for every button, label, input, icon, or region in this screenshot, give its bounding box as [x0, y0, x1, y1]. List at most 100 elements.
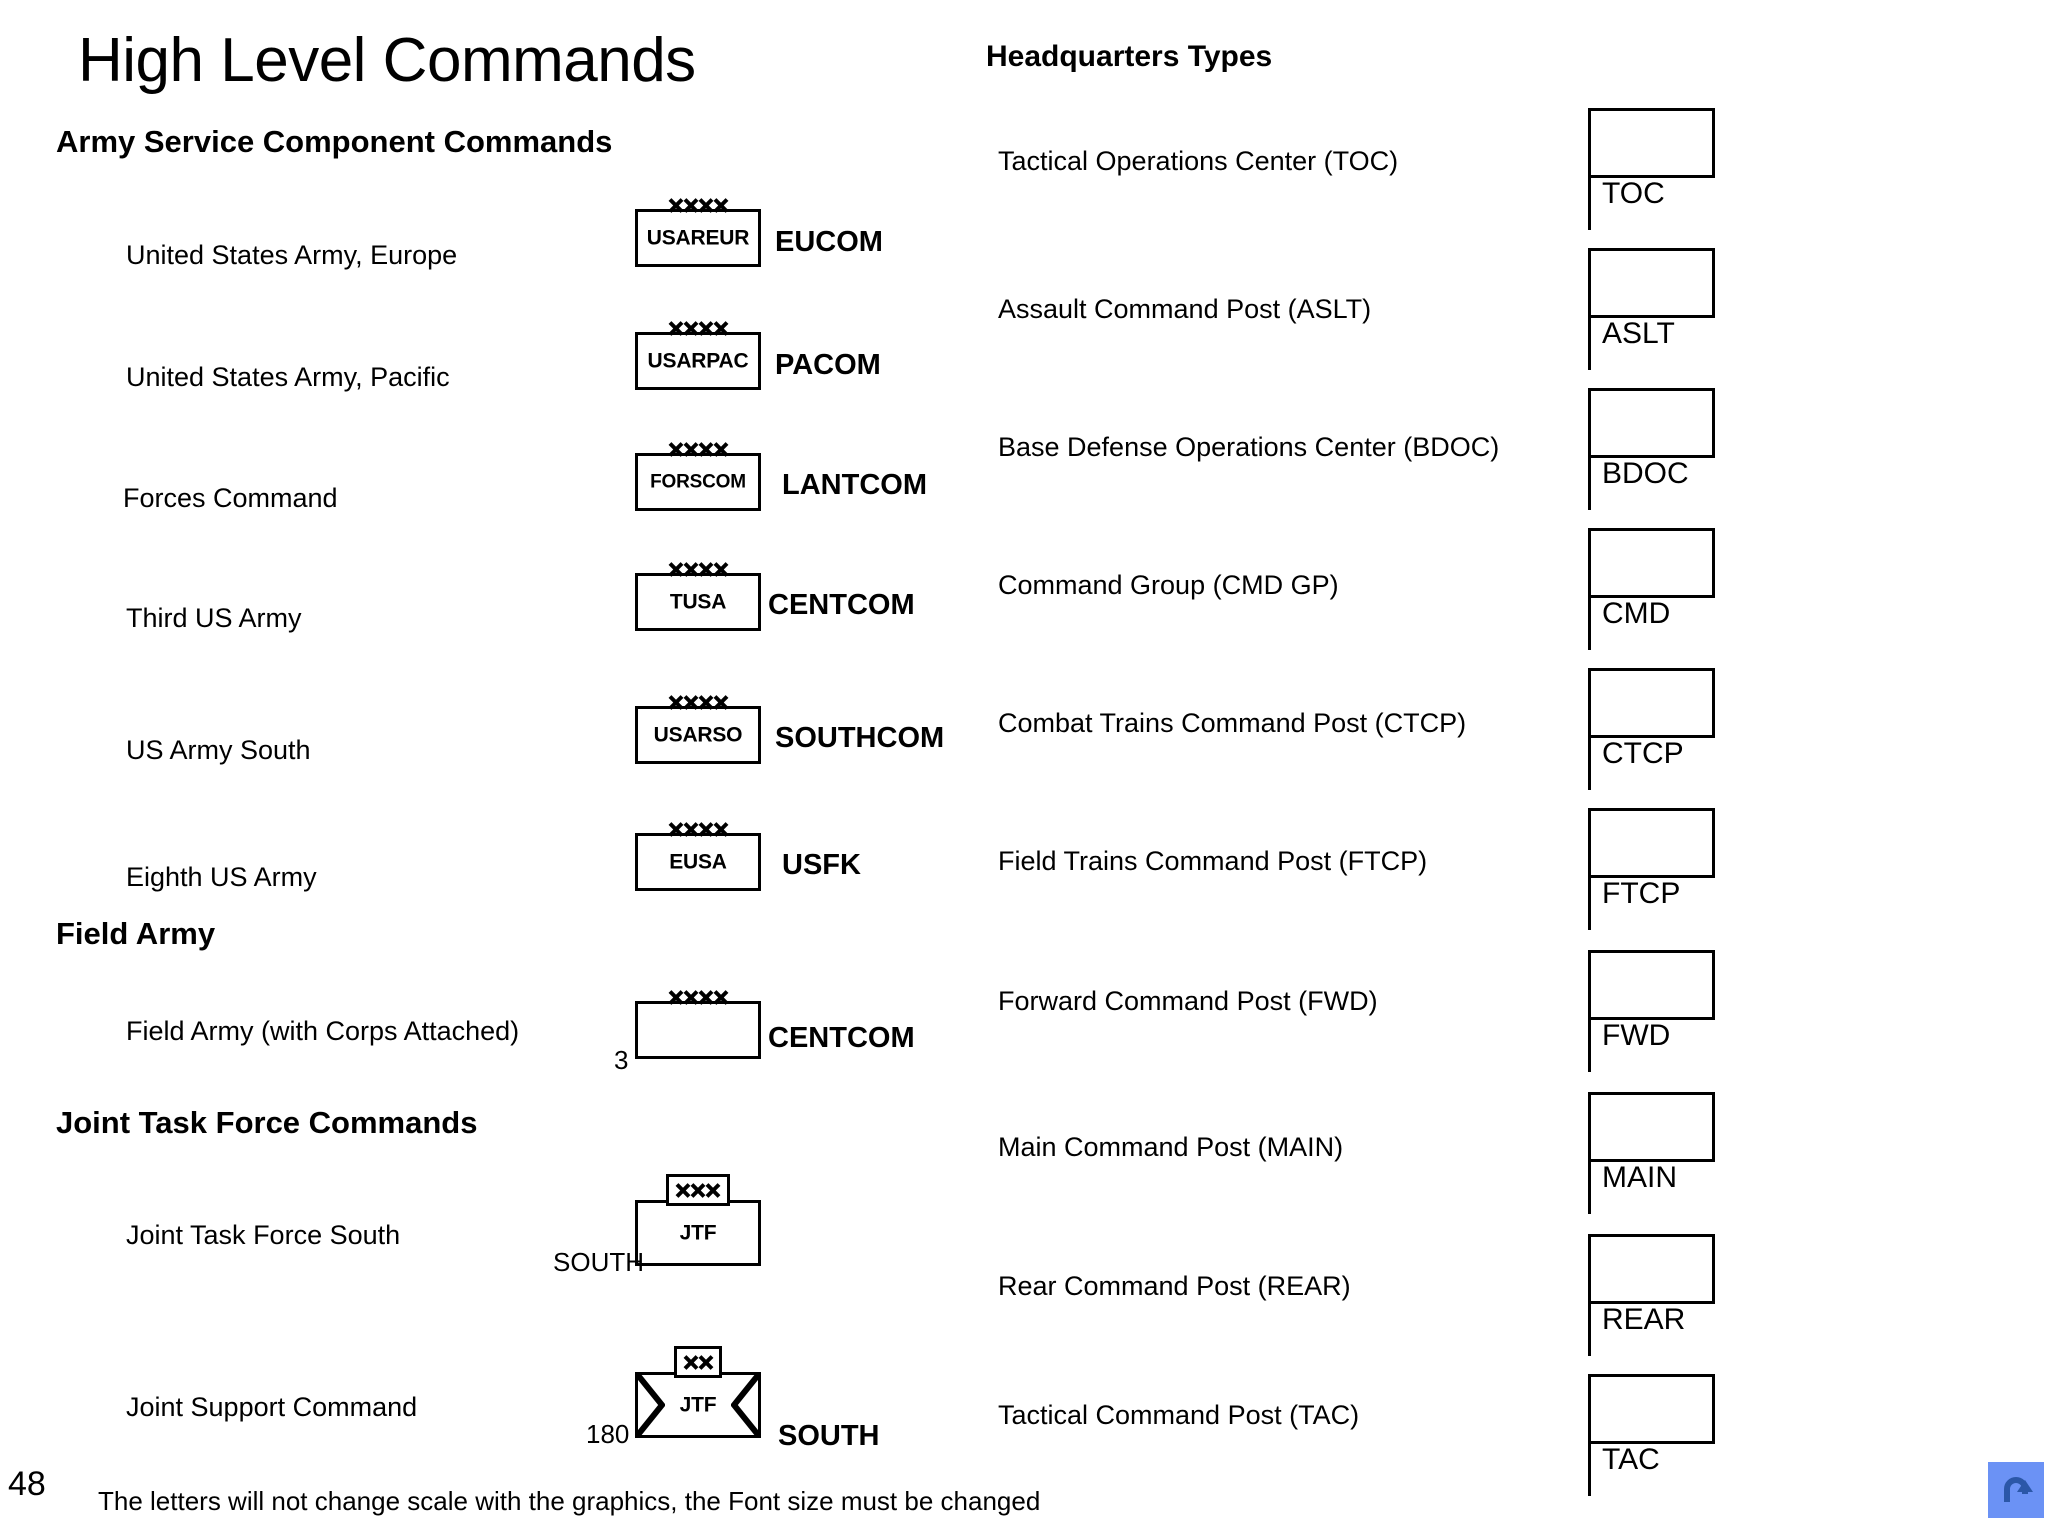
hq-box: [1588, 1092, 1715, 1162]
hq-abbr-tac: TAC: [1602, 1443, 1660, 1476]
command-name-eucom: EUCOM: [775, 226, 883, 258]
echelon-xx-icon: [683, 1354, 713, 1371]
row-label-usarpac: United States Army, Pacific: [126, 362, 450, 392]
hq-label-rear: Rear Command Post (REAR): [998, 1271, 1351, 1301]
hq-staff-line: [1588, 1444, 1591, 1496]
command-name-southcom: SOUTHCOM: [775, 722, 945, 754]
hq-box: [1588, 108, 1715, 178]
page-number: 48: [8, 1465, 46, 1503]
footer-note: The letters will not change scale with t…: [98, 1486, 1041, 1516]
row-label-usareur: United States Army, Europe: [126, 240, 458, 270]
hq-box: [1588, 1234, 1715, 1304]
unit-symbol-field-army[interactable]: [635, 1001, 761, 1059]
hq-staff-line: [1588, 1020, 1591, 1072]
unit-symbol-text: USARSO: [653, 723, 743, 747]
hq-abbr-cmd: CMD: [1602, 597, 1671, 630]
echelon-x-icon: [712, 694, 729, 711]
echelon-x-icon: [712, 441, 729, 458]
unit-symbol-usarpac[interactable]: USARPAC: [635, 332, 761, 390]
unit-symbol-text: JTF: [679, 1393, 717, 1417]
command-name-south: SOUTH: [778, 1420, 880, 1452]
unit-symbol-usarso[interactable]: USARSO: [635, 706, 761, 764]
command-name-pacom: PACOM: [775, 349, 881, 381]
command-name-lantcom: LANTCOM: [782, 469, 927, 501]
echelon-xxxx-icon: [668, 561, 728, 578]
hq-abbr-bdoc: BDOC: [1602, 457, 1689, 490]
hq-abbr-ftcp: FTCP: [1602, 877, 1681, 910]
unit-symbol-eusa[interactable]: EUSA: [635, 833, 761, 891]
hq-label-bdoc: Base Defense Operations Center (BDOC): [998, 432, 1500, 462]
hq-box: [1588, 248, 1715, 318]
unit-symbol-text: FORSCOM: [650, 471, 746, 493]
unit-symbol-forscom[interactable]: FORSCOM: [635, 453, 761, 511]
echelon-box: [666, 1174, 730, 1206]
hq-label-ctcp: Combat Trains Command Post (CTCP): [998, 708, 1467, 738]
hq-staff-line: [1588, 598, 1591, 650]
hq-label-ftcp: Field Trains Command Post (FTCP): [998, 846, 1428, 876]
section-heading-jtf: Joint Task Force Commands: [56, 1105, 478, 1140]
echelon-box: [674, 1346, 722, 1378]
hq-box: [1588, 388, 1715, 458]
echelon-x-icon: [712, 320, 729, 337]
unit-symbol-text: JTF: [679, 1221, 717, 1245]
page-title: High Level Commands: [78, 26, 696, 95]
echelon-x-icon: [712, 561, 729, 578]
hq-abbr-aslt: ASLT: [1602, 317, 1675, 350]
section-heading-ascc: Army Service Component Commands: [56, 124, 613, 159]
unit-symbol-text: TUSA: [669, 590, 727, 614]
unit-symbol-jtf-south[interactable]: JTF: [635, 1174, 761, 1266]
hq-box: [1588, 1374, 1715, 1444]
unit-symbol-text: EUSA: [669, 850, 727, 874]
hq-box: [1588, 528, 1715, 598]
hq-label-aslt: Assault Command Post (ASLT): [998, 294, 1372, 324]
echelon-xxxx-icon: [668, 694, 728, 711]
hq-abbr-ctcp: CTCP: [1602, 737, 1684, 770]
hq-staff-line: [1588, 738, 1591, 790]
echelon-x-icon: [712, 989, 729, 1006]
column-heading-hq-types: Headquarters Types: [986, 40, 1273, 73]
support-chevron-right-icon: [731, 1372, 761, 1438]
echelon-xxxx-icon: [668, 989, 728, 1006]
unit-symbol-joint-support[interactable]: JTF: [635, 1346, 761, 1438]
hq-staff-line: [1588, 878, 1591, 930]
hq-abbr-main: MAIN: [1602, 1161, 1677, 1194]
hq-abbr-rear: REAR: [1602, 1303, 1686, 1336]
unit-symbol-usareur[interactable]: USAREUR: [635, 209, 761, 267]
echelon-xxxx-icon: [668, 441, 728, 458]
command-name-centcom-field-army: CENTCOM: [768, 1022, 915, 1054]
row-label-usarso: US Army South: [126, 735, 311, 765]
hq-staff-line: [1588, 1304, 1591, 1356]
command-name-centcom: CENTCOM: [768, 589, 915, 621]
echelon-x-icon: [697, 1354, 714, 1371]
command-name-usfk: USFK: [782, 849, 861, 881]
echelon-xxxx-icon: [668, 821, 728, 838]
hq-abbr-toc: TOC: [1602, 177, 1665, 210]
unit-symbol-text: USARPAC: [647, 349, 749, 373]
hq-box: [1588, 668, 1715, 738]
unit-designator-180: 180: [586, 1419, 630, 1449]
hq-label-fwd: Forward Command Post (FWD): [998, 986, 1378, 1016]
row-label-forscom: Forces Command: [123, 483, 338, 513]
hq-label-main: Main Command Post (MAIN): [998, 1132, 1344, 1162]
echelon-xxxx-icon: [668, 320, 728, 337]
section-heading-field-army: Field Army: [56, 916, 216, 951]
hq-label-tac: Tactical Command Post (TAC): [998, 1400, 1360, 1430]
echelon-x-icon: [705, 1182, 722, 1199]
row-label-joint-support-command: Joint Support Command: [126, 1392, 418, 1422]
hq-abbr-fwd: FWD: [1602, 1019, 1671, 1052]
echelon-xxxx-icon: [668, 197, 728, 214]
unit-symbol-tusa[interactable]: TUSA: [635, 573, 761, 631]
echelon-xxx-icon: [676, 1182, 721, 1199]
unit-designator-3: 3: [614, 1045, 629, 1075]
hq-staff-line: [1588, 318, 1591, 370]
unit-designator-south: SOUTH: [553, 1247, 644, 1277]
row-label-tusa: Third US Army: [126, 603, 302, 633]
hq-label-cmd: Command Group (CMD GP): [998, 570, 1339, 600]
row-label-field-army: Field Army (with Corps Attached): [126, 1016, 520, 1046]
return-button[interactable]: [1988, 1462, 2044, 1518]
hq-box: [1588, 950, 1715, 1020]
hq-staff-line: [1588, 178, 1591, 230]
support-chevron-left-icon: [635, 1372, 665, 1438]
echelon-x-icon: [712, 197, 729, 214]
hq-box: [1588, 808, 1715, 878]
